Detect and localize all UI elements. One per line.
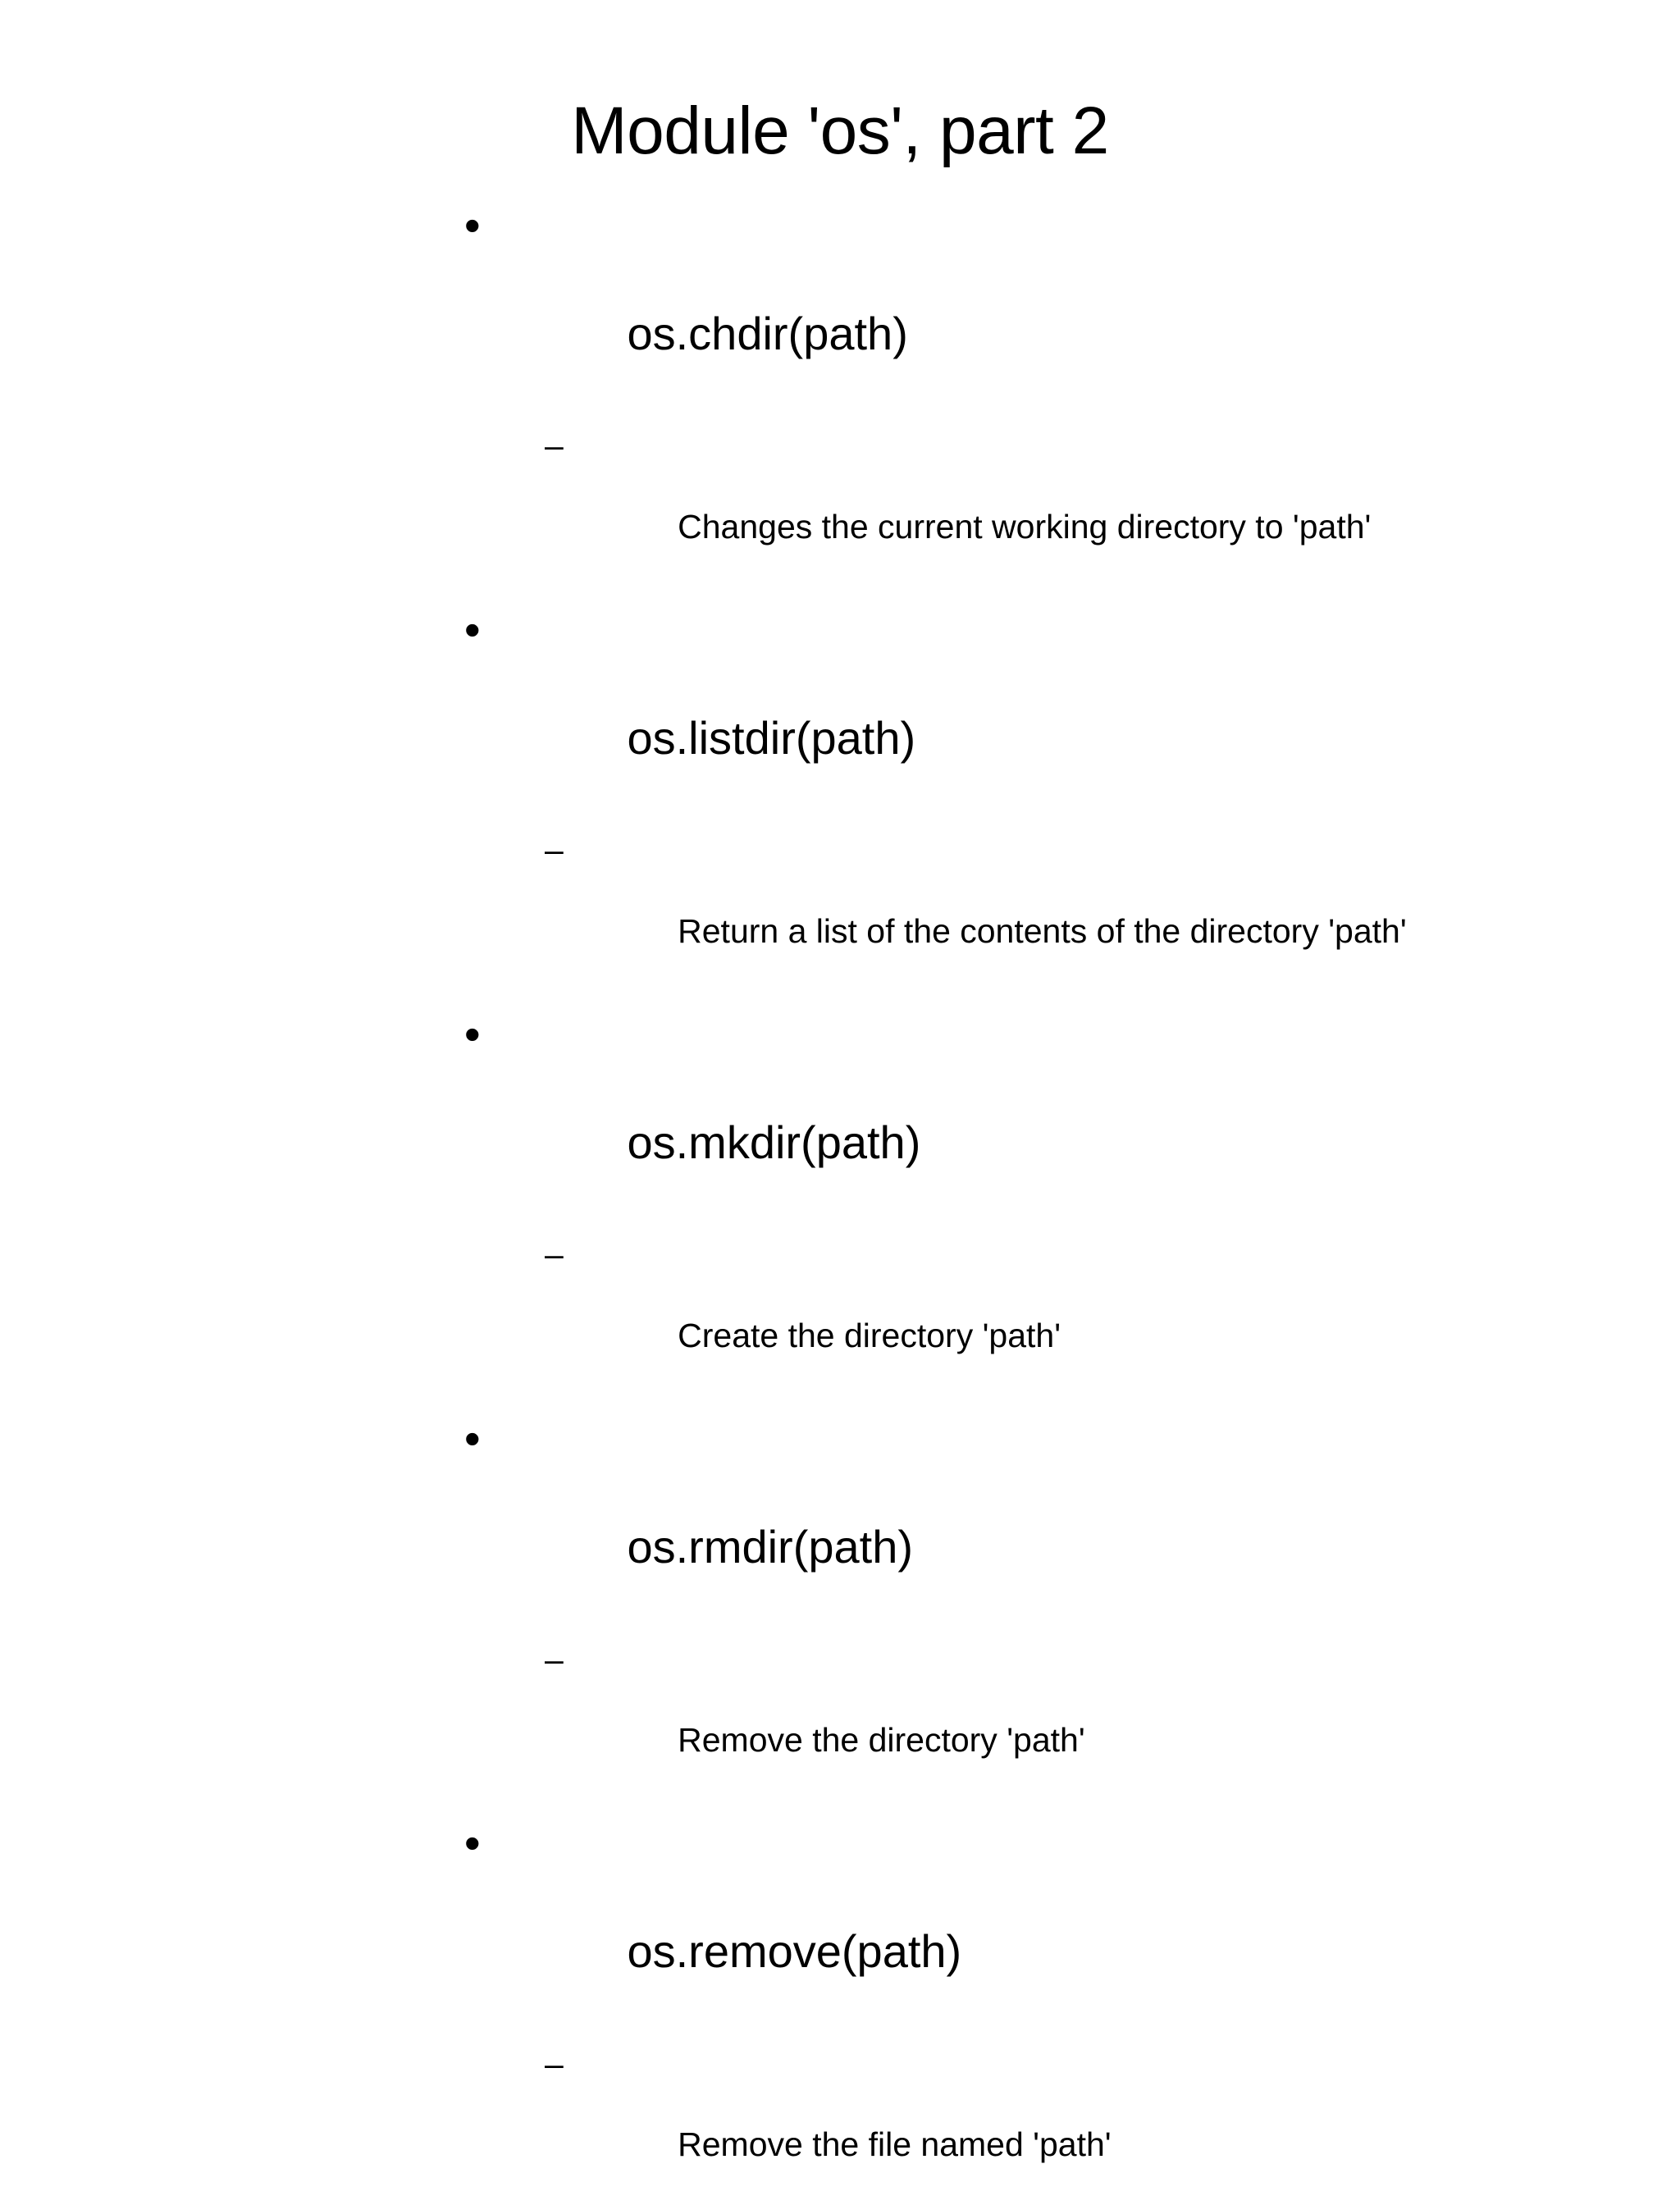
list-item: • os.chdir(path) bbox=[0, 199, 1680, 415]
bullet-group: • os.listdir(path) – Return a list of th… bbox=[0, 603, 1680, 992]
bullet-group: • os.remove(path) – Remove the file name… bbox=[0, 1816, 1680, 2205]
bullet-dash-icon: – bbox=[545, 831, 564, 870]
bullet-dot-icon: • bbox=[464, 199, 481, 251]
sub-list-item-label: Remove the file named 'path' bbox=[678, 2125, 1112, 2163]
bullet-dot-icon: • bbox=[464, 1008, 481, 1061]
slide-body-content: • os.chdir(path) – Changes the current w… bbox=[0, 199, 1680, 2205]
bullet-dash-icon: – bbox=[545, 427, 564, 465]
sub-list-item: – Remove the directory 'path' bbox=[0, 1640, 1680, 1801]
sub-list-item: – Remove the file named 'path' bbox=[0, 2044, 1680, 2205]
bullet-group: • os.mkdir(path) – Create the directory … bbox=[0, 1007, 1680, 1396]
list-item-label: os.listdir(path) bbox=[627, 712, 916, 765]
list-item-label: os.remove(path) bbox=[627, 1925, 962, 1978]
bullet-dot-icon: • bbox=[464, 1413, 481, 1465]
page-title: Module 'os', part 2 bbox=[571, 93, 1109, 168]
sub-list-item-label: Create the directory 'path' bbox=[678, 1316, 1061, 1354]
list-item-label: os.chdir(path) bbox=[627, 308, 908, 360]
bullet-dash-icon: – bbox=[545, 1640, 564, 1678]
bullet-dash-icon: – bbox=[545, 1235, 564, 1274]
sub-list-item: – Create the directory 'path' bbox=[0, 1235, 1680, 1396]
bullet-dot-icon: • bbox=[464, 1817, 481, 1869]
list-item-label: os.rmdir(path) bbox=[627, 1521, 913, 1573]
sub-list-item: – Return a list of the contents of the d… bbox=[0, 830, 1680, 992]
list-item: • os.rmdir(path) bbox=[0, 1412, 1680, 1628]
presentation-slide: Module 'os', part 2 • os.chdir(path) – C… bbox=[464, 93, 1407, 2163]
sub-list-item-label: Changes the current working directory to… bbox=[678, 507, 1372, 546]
list-item: • os.listdir(path) bbox=[0, 603, 1680, 819]
list-item: • os.remove(path) bbox=[0, 1816, 1680, 2033]
sub-list-item-label: Remove the directory 'path' bbox=[678, 1720, 1085, 1759]
bullet-dash-icon: – bbox=[545, 2044, 564, 2083]
sub-list-item: – Changes the current working directory … bbox=[0, 426, 1680, 587]
list-item-label: os.mkdir(path) bbox=[627, 1116, 921, 1169]
bullet-group: • os.rmdir(path) – Remove the directory … bbox=[0, 1412, 1680, 1801]
bullet-group: • os.chdir(path) – Changes the current w… bbox=[0, 199, 1680, 587]
bullet-dot-icon: • bbox=[464, 604, 481, 656]
list-item: • os.mkdir(path) bbox=[0, 1007, 1680, 1224]
sub-list-item-label: Return a list of the contents of the dir… bbox=[678, 911, 1407, 950]
